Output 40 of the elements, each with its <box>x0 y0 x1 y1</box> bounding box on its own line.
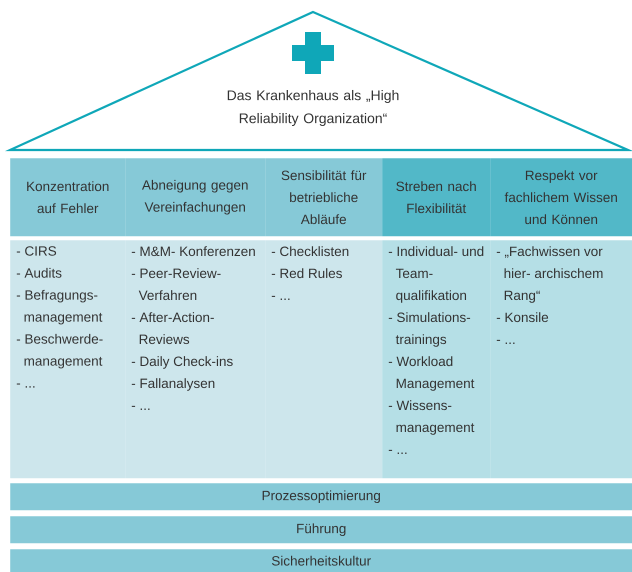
column-panel: - Checklisten - Red Rules - ... <box>265 240 382 478</box>
foundation-band: Sicherheitskultur <box>10 549 632 572</box>
node-label: - Befragungs- management <box>16 290 102 324</box>
node-label: - Simulations- trainings <box>388 312 470 347</box>
node-label: - ... <box>496 340 514 344</box>
node-label: - CIRS <box>16 246 56 256</box>
node-label: Abneigung gegen Vereinfachungen <box>142 180 248 214</box>
node-label: - ... <box>272 296 290 300</box>
node-label: Streben nach Flexibilität <box>396 181 476 214</box>
node-label: - Audits <box>16 268 62 278</box>
column-panel: - CIRS - Audits - Befragungs- management - Beschwerde- management - ... <box>10 240 126 478</box>
node-label: - ... <box>388 450 406 454</box>
column-panel: - M&M- Konferenzen - Peer-Review- Verfahren - After-Action- Reviews - Daily Check-ins - Fallanalysen - ... <box>125 240 266 478</box>
node-label: - Checklisten <box>272 246 348 256</box>
column-header: Respekt vor fachlichem Wissen und Können <box>490 158 632 236</box>
node-label: - Red Rules <box>272 268 342 278</box>
node-label: Konzentration auf Fehler <box>27 181 108 214</box>
node-label: - Beschwerde- management <box>16 334 103 368</box>
node-label: - „Fachwissen vor hier- archischem Rang“ <box>496 246 602 303</box>
column-panel: - Individual- und Team- qualifikation - Simulations- trainings - Workload Management - Wissens- management - ... <box>382 240 490 478</box>
column-panel: - „Fachwissen vor hier- archischem Rang“ - Konsile - ... <box>490 240 632 478</box>
node-label: - Daily Check-ins <box>132 356 233 369</box>
node-label: - Konsile <box>496 312 548 322</box>
node-label: - ... <box>16 384 34 388</box>
column-header: Konzentration auf Fehler <box>10 158 126 236</box>
foundation-band: Prozessoptimierung <box>10 483 632 510</box>
node-label: Respekt vor fachlichem Wissen und Können <box>504 170 617 224</box>
foundation-band: Führung <box>10 516 632 544</box>
node-label: - After-Action- Reviews <box>132 312 214 344</box>
node-label: - Individual- und Team- qualifikation <box>388 246 484 303</box>
column-header: Sensibilität für betriebliche Abläufe <box>265 158 382 236</box>
node-label: - Fallanalysen <box>132 378 214 391</box>
node-label: - Wissens- management <box>388 400 474 435</box>
node-label: - Workload Management <box>388 356 474 391</box>
node-label: - M&M- Konferenzen <box>132 246 255 256</box>
node-label: - ... <box>132 406 150 410</box>
column-header: Abneigung gegen Vereinfachungen <box>125 158 266 236</box>
node-label: - Peer-Review- Verfahren <box>132 268 221 300</box>
node-label: Sensibilität für betriebliche Abläufe <box>282 170 366 224</box>
column-header: Streben nach Flexibilität <box>382 158 490 236</box>
